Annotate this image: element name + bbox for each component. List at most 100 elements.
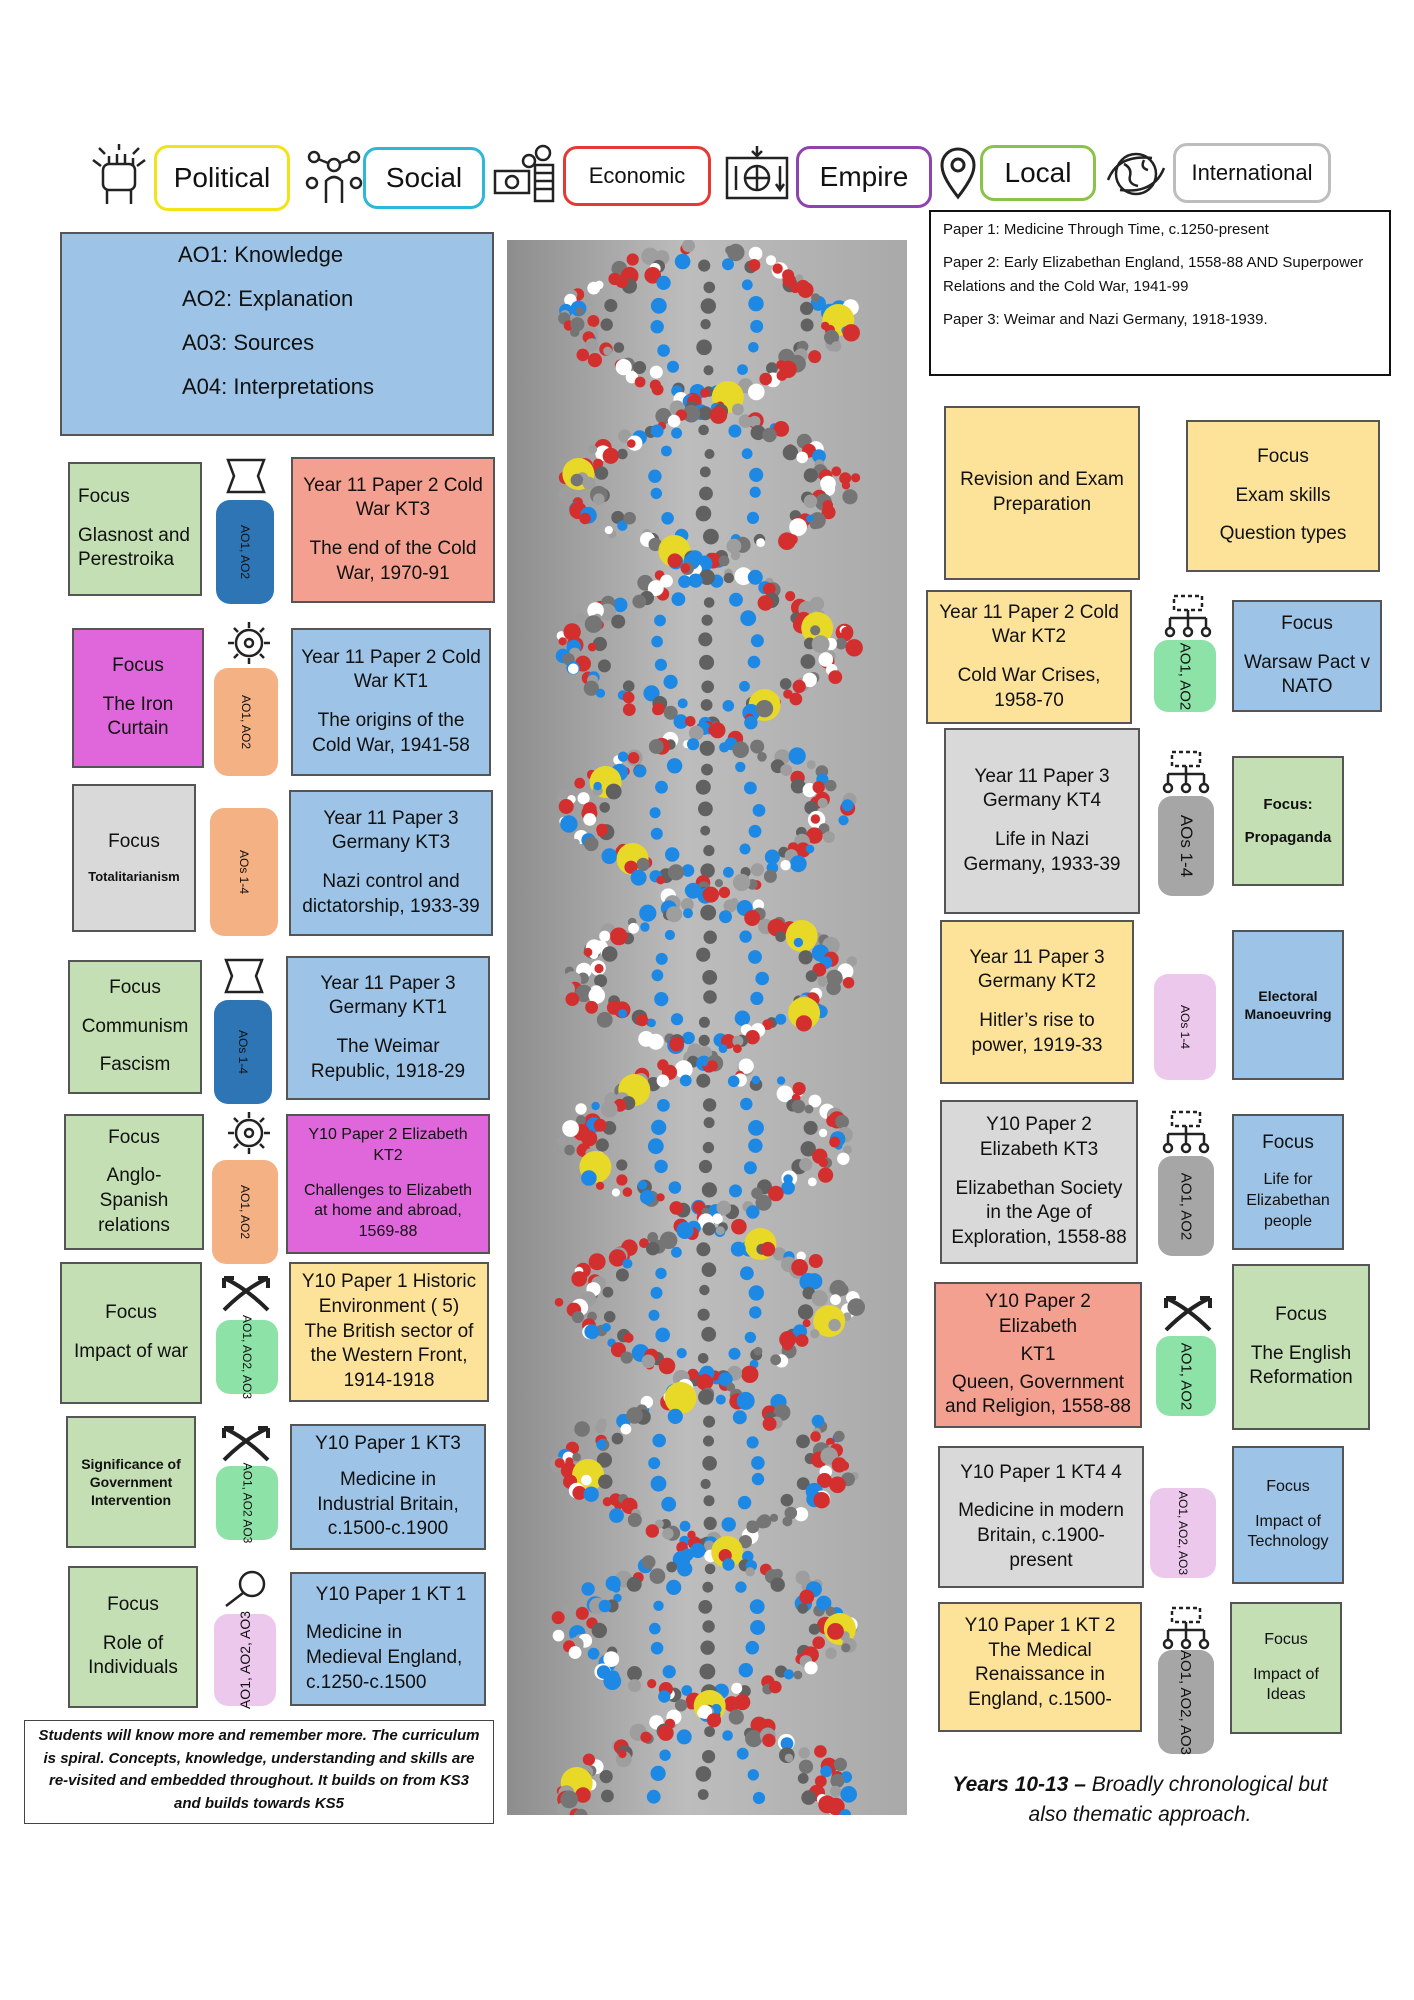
right-topic-3: Year 11 Paper 3 Germany KT2 Hitler’s ris… <box>940 920 1134 1084</box>
dna-atom <box>671 1246 682 1258</box>
focus-text: Communism <box>81 1015 189 1037</box>
dna-atom <box>627 1666 642 1681</box>
dna-atom <box>727 243 745 262</box>
dna-atom <box>826 980 841 996</box>
dna-atom <box>740 610 757 627</box>
focus-text: Anglo-Spanish relations <box>98 1165 170 1236</box>
dna-atom <box>604 526 613 535</box>
dna-atom <box>750 991 764 1006</box>
dna-atom <box>722 1730 733 1741</box>
dna-atom <box>757 752 767 762</box>
dna-atom <box>748 1138 763 1153</box>
revision-box: Revision and Exam Preparation <box>944 406 1140 580</box>
dna-atom <box>723 866 734 878</box>
left-focus-7: Significance of Government Intervention <box>66 1416 196 1548</box>
dna-atom <box>752 1791 766 1805</box>
dna-atom <box>681 1685 693 1696</box>
dna-atom <box>700 699 713 711</box>
topic-title: Year 11 Paper 3 Germany KT3 <box>323 807 459 854</box>
dna-atom <box>746 1436 759 1449</box>
dna-atom <box>682 404 701 423</box>
dna-atom <box>647 580 664 597</box>
dna-atom <box>587 281 601 295</box>
dna-atom <box>634 765 647 778</box>
dna-atom <box>579 512 591 525</box>
dna-atom <box>676 1221 694 1239</box>
gear-icon <box>214 618 284 668</box>
dna-atom <box>741 279 753 291</box>
dna-atom <box>652 1433 666 1448</box>
dna-atom <box>615 359 632 376</box>
dna-atom <box>702 1750 716 1764</box>
left-ao-pill-7: AO1, AO2 AO3 <box>216 1463 278 1543</box>
right-topic-5: Y10 Paper 2 Elizabeth KT1 Queen, Governm… <box>934 1282 1142 1428</box>
dna-atom <box>723 899 737 913</box>
dna-atom <box>814 1775 827 1788</box>
dna-atom <box>603 1311 616 1323</box>
dna-atom <box>565 992 580 1006</box>
dna-atom <box>679 1074 692 1087</box>
dna-atom <box>818 1167 834 1183</box>
dna-atom <box>667 553 683 568</box>
dna-atom <box>796 451 808 464</box>
dna-atom <box>611 1188 620 1197</box>
dna-atom <box>658 1357 676 1375</box>
right-ao-pill-5: AO1, AO2 <box>1156 1336 1216 1416</box>
dna-atom <box>745 1640 760 1655</box>
focus-label: Focus <box>1275 1303 1327 1325</box>
dna-atom <box>670 1013 684 1026</box>
right-topic-6: Y10 Paper 1 KT4 4 Medicine in modern Bri… <box>938 1446 1144 1588</box>
dna-atom <box>568 663 579 675</box>
left-topic-6: Y10 Paper 1 Historic Environment ( 5) Th… <box>289 1262 489 1402</box>
paper-3: Paper 3: Weimar and Nazi Germany, 1918-1… <box>943 310 1268 328</box>
dna-atom <box>748 342 759 353</box>
dna-atom <box>647 1679 657 1689</box>
dna-atom <box>731 1683 741 1694</box>
dna-atom <box>721 1517 736 1532</box>
dna-atom <box>702 1620 715 1633</box>
dna-atom <box>791 1099 806 1114</box>
dna-atom <box>647 1138 664 1155</box>
dna-atom <box>654 992 669 1007</box>
dna-atom <box>611 510 625 524</box>
dna-atom <box>667 360 679 373</box>
dna-atom <box>696 1242 711 1257</box>
dna-atom <box>750 863 764 877</box>
dna-atom <box>843 1145 852 1154</box>
right-focus-1: Focus Warsaw Pact v NATO <box>1232 600 1382 712</box>
dna-atom <box>803 1120 818 1135</box>
topic-title: Y10 Paper 1 KT 1 <box>315 1583 467 1605</box>
key-social: Social <box>363 147 485 209</box>
ao4-label: A04: Interpretations <box>182 374 375 399</box>
dna-atom <box>749 486 761 498</box>
world-icon <box>1102 144 1170 204</box>
dna-atom <box>781 1338 794 1351</box>
dna-atom <box>649 807 661 819</box>
topic-text: Medicine in Industrial Britain, c.1500-c… <box>317 1468 459 1540</box>
dna-atom <box>810 625 821 636</box>
dna-atom <box>737 1495 752 1510</box>
left-focus-1: Focus Glasnost and Perestroika <box>68 462 202 596</box>
dna-atom <box>830 1773 845 1788</box>
dna-atom <box>702 1098 717 1112</box>
dna-atom <box>641 247 659 266</box>
dna-atom <box>762 1019 773 1030</box>
dna-atom <box>780 1737 794 1750</box>
dna-atom <box>581 1130 598 1147</box>
topic-title: Y10 Paper 1 KT4 4 <box>960 1461 1122 1483</box>
dna-atom <box>728 1709 744 1725</box>
dna-atom <box>795 1015 812 1032</box>
dna-atom <box>738 1663 753 1678</box>
dna-atom <box>735 1581 747 1593</box>
dna-atom <box>823 831 835 843</box>
dna-atom <box>841 626 851 637</box>
approach-bold: Years 10-13 – <box>952 1773 1086 1796</box>
revision-text: Revision and Exam Preparation <box>960 469 1124 515</box>
focus-label: Focus <box>1262 1132 1314 1154</box>
dna-atom <box>701 1326 717 1342</box>
dna-atom <box>572 1485 587 1500</box>
dna-atom <box>735 761 746 773</box>
dna-atom <box>851 473 861 483</box>
key-empire: Empire <box>796 146 932 208</box>
dna-atom <box>807 1177 817 1187</box>
